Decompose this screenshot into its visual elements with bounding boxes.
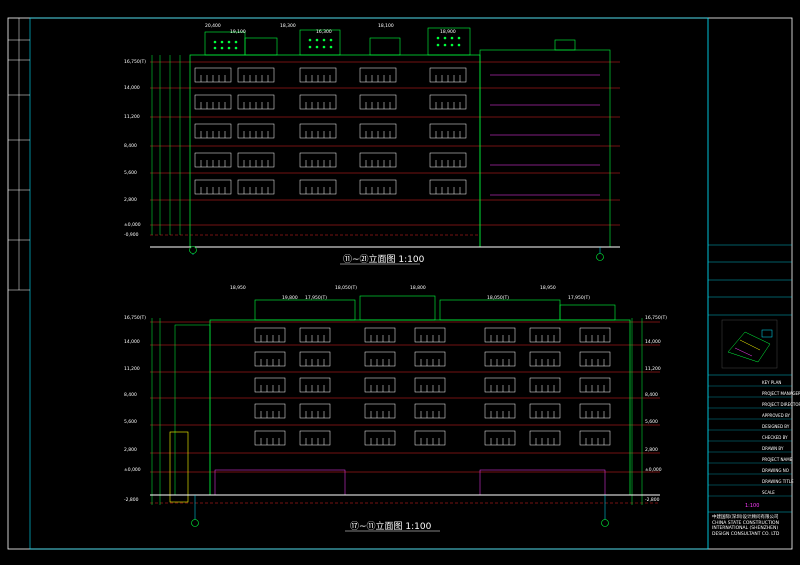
window bbox=[484, 327, 516, 343]
window bbox=[484, 351, 516, 367]
window bbox=[529, 403, 561, 419]
lower-level-label: 16,750(T) bbox=[645, 316, 668, 321]
company-name-en-3: DESIGN CONSULTANT CO. LTD bbox=[712, 531, 780, 537]
lower-level-label: 8,400 bbox=[645, 393, 658, 398]
lower-level-label: 14,000 bbox=[124, 340, 140, 345]
title-block-row-label: DRAWING NO bbox=[762, 468, 789, 473]
window bbox=[414, 430, 446, 446]
window bbox=[529, 351, 561, 367]
scale-value: 1:100 bbox=[745, 503, 760, 509]
window bbox=[254, 403, 286, 419]
title-block-row-label: PROJECT MANAGER bbox=[762, 391, 800, 396]
window bbox=[254, 351, 286, 367]
lower-elevation-mark: 18,950 bbox=[540, 286, 556, 291]
lower-level-label: ±0,000 bbox=[645, 468, 662, 473]
window bbox=[484, 403, 516, 419]
upper-level-label: 2,800 bbox=[124, 198, 137, 203]
window bbox=[299, 430, 331, 446]
title-block-row-label: DRAWING TITLE bbox=[762, 479, 794, 484]
title-block-row-label: PROJECT DIRECTOR bbox=[762, 402, 800, 407]
title-block-row-label: PROJECT NAME bbox=[762, 457, 793, 462]
window bbox=[579, 377, 611, 393]
company-name-en-2: INTERNATIONAL (SHENZHEN) bbox=[712, 526, 779, 531]
key-plan-thumbnail bbox=[721, 319, 778, 369]
title-block: KEY PLAN PROJECT MANAGER PROJECT DIRECTOR A… bbox=[707, 18, 800, 549]
lower-level-label: 2,800 bbox=[124, 448, 137, 453]
upper-level-label: 5,600 bbox=[124, 171, 137, 176]
upper-elevation-mark: 18,300 bbox=[280, 24, 296, 29]
window bbox=[579, 430, 611, 446]
upper-elevation-title: ⑪~㉑立面图 1:100 bbox=[343, 255, 425, 265]
window bbox=[299, 327, 331, 343]
lower-elevation-mark: 17,950(T) bbox=[305, 296, 328, 301]
binding-strip bbox=[8, 18, 30, 291]
lower-level-label: -2,800 bbox=[124, 498, 139, 503]
window bbox=[529, 377, 561, 393]
window bbox=[414, 351, 446, 367]
lower-level-label: 11,200 bbox=[124, 367, 140, 372]
upper-elevation bbox=[150, 27, 620, 265]
window bbox=[364, 351, 396, 367]
window bbox=[579, 327, 611, 343]
window bbox=[364, 430, 396, 446]
lower-elevation-mark: 18,050(T) bbox=[487, 296, 510, 301]
title-block-row-label: DRAWN BY bbox=[762, 446, 784, 451]
window bbox=[529, 430, 561, 446]
company-name-en-1: CHINA STATE CONSTRUCTION bbox=[712, 520, 779, 526]
lower-elevation-mark: 18,050(T) bbox=[335, 286, 358, 291]
window bbox=[484, 377, 516, 393]
title-block-row-label: SCALE bbox=[762, 490, 775, 495]
upper-elevation-mark: 19,100 bbox=[230, 30, 246, 35]
window bbox=[254, 327, 286, 343]
window bbox=[414, 327, 446, 343]
window bbox=[414, 403, 446, 419]
window bbox=[299, 403, 331, 419]
title-block-row-label: CHECKED BY bbox=[762, 435, 788, 440]
lower-level-label: ±0,000 bbox=[124, 468, 141, 473]
window bbox=[579, 403, 611, 419]
lower-level-label: 8,400 bbox=[124, 393, 137, 398]
upper-level-label: 14,000 bbox=[124, 86, 140, 91]
title-block-row-label: KEY PLAN bbox=[762, 380, 781, 385]
lower-level-label: 5,600 bbox=[645, 420, 658, 425]
lower-level-label: 14,000 bbox=[645, 340, 661, 345]
upper-level-label: 8,400 bbox=[124, 144, 137, 149]
lower-elevation-mark: 18,950 bbox=[230, 286, 246, 291]
window bbox=[254, 377, 286, 393]
lower-elevation bbox=[150, 295, 660, 532]
upper-level-label: ±0,000 bbox=[124, 223, 141, 228]
lower-level-label: 2,800 bbox=[645, 448, 658, 453]
lower-level-label: -2,800 bbox=[645, 498, 660, 503]
upper-elevation-mark: 18,900 bbox=[440, 30, 456, 35]
lower-elevation-title: ⑰~⑪立面图 1:100 bbox=[350, 522, 432, 532]
window bbox=[364, 403, 396, 419]
title-block-row-label: DESIGNED BY bbox=[762, 424, 790, 429]
lower-level-label: 5,600 bbox=[124, 420, 137, 425]
window bbox=[364, 327, 396, 343]
title-block-row-label: APPROVED BY bbox=[762, 413, 791, 418]
lower-level-label: 16,750(T) bbox=[124, 316, 147, 321]
lower-elevation-mark: 19,800 bbox=[282, 296, 298, 301]
window bbox=[364, 377, 396, 393]
lower-elevation-mark: 17,950(T) bbox=[568, 296, 591, 301]
upper-elevation-mark: 16,300 bbox=[316, 30, 332, 35]
company-name-cn: 中建国际(深圳)设计顾问有限公司 bbox=[712, 515, 779, 520]
window bbox=[529, 327, 561, 343]
company-block: 中建国际(深圳)设计顾问有限公司 CHINA STATE CONSTRUCTIO… bbox=[712, 515, 790, 537]
window bbox=[299, 377, 331, 393]
window bbox=[299, 351, 331, 367]
upper-level-label: 11,200 bbox=[124, 115, 140, 120]
window bbox=[254, 430, 286, 446]
lower-level-label: 11,200 bbox=[645, 367, 661, 372]
upper-level-label: 16,750(T) bbox=[124, 60, 147, 65]
lower-elevation-mark: 18,800 bbox=[410, 286, 426, 291]
upper-level-label: -0,900 bbox=[124, 233, 139, 238]
window bbox=[484, 430, 516, 446]
window bbox=[414, 377, 446, 393]
window bbox=[579, 351, 611, 367]
upper-elevation-mark: 18,100 bbox=[378, 24, 394, 29]
upper-elevation-mark: 20,400 bbox=[205, 24, 221, 29]
